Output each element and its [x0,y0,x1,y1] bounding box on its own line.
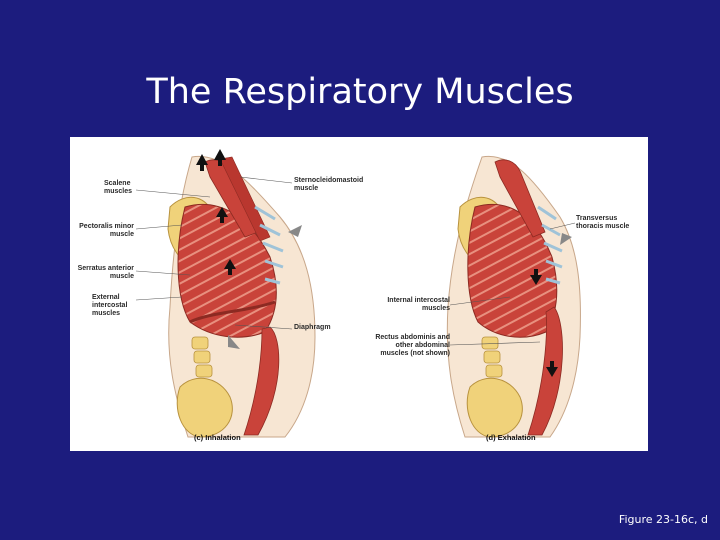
label-rectus: Rectus abdominis and other abdominal mus… [375,334,450,357]
arrow-up-icon [196,154,208,171]
arrow-right-icon [288,225,302,237]
caption-exhalation: (d) Exhalation [486,433,536,442]
inhalation-figure [135,149,316,438]
anatomy-illustration [135,149,581,438]
label-external-intercostal: External intercostal muscles [92,294,128,317]
label-serratus: Serratus anterior muscle [77,265,134,280]
label-pectoralis: Pectoralis minor muscle [79,223,134,238]
label-transversus: Transversus thoracis muscle [576,215,630,230]
exhalation-arrows [530,269,558,377]
slide-title: The Respiratory Muscles [146,72,574,112]
diaphragm-muscle [189,300,276,324]
label-sternocleidomastoid: Sternocleidomastoid muscle [294,177,364,192]
pelvis [176,377,233,438]
exhalation-figure [446,155,581,438]
arrow-down-icon [530,269,542,285]
caption-inhalation: (c) Inhalation [194,433,241,442]
neck-muscles [494,159,546,238]
rectus-abdominis [243,326,280,436]
spine [191,336,213,378]
label-diaphragm: Diaphragm [294,324,331,331]
pelvis [466,377,523,438]
arrow-up-icon [214,149,226,166]
label-scalene: Scalene muscles [104,180,133,195]
spine [481,336,503,378]
inhalation-arrows [196,149,236,275]
figure-reference: Figure 23-16c, d [618,513,708,526]
label-internal-intercostal: Internal intercostal muscles [387,297,450,312]
arrow-right-icon [228,335,240,349]
respiratory-muscles-figure: Scalene muscles Pectoralis minor muscle … [70,137,648,451]
rectus-abdominis [527,306,563,436]
gray-arrows [228,225,302,349]
arrow-left-icon [560,233,572,245]
arrow-up-icon [216,207,228,223]
arrow-down-icon [546,361,558,377]
arrow-up-icon [224,259,236,275]
